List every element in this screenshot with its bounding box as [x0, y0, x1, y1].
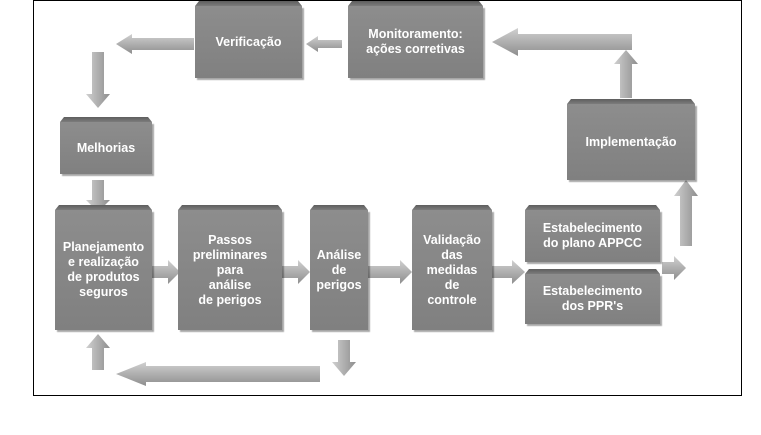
- arrow-down-to-melhorias: [86, 52, 110, 108]
- arrow-passos-to-analise: [282, 260, 310, 284]
- arrow-verificacao-to-left: [116, 34, 194, 54]
- arrow-monitoramento-to-verificacao: [306, 36, 342, 52]
- arrow-validacao-to-estabelecimento: [492, 260, 525, 284]
- arrow-down-from-analise: [332, 340, 356, 376]
- box-pprs: Estabelecimento dos PPR's: [525, 274, 660, 324]
- box-plano-appcc: Estabelecimento do plano APPCC: [525, 210, 660, 262]
- arrow-up-to-implementacao: [674, 180, 698, 246]
- box-analise-perigos: Análise de perigos: [310, 210, 368, 330]
- box-implementacao: Implementação: [567, 104, 695, 180]
- arrow-bottom-return-left: [116, 362, 320, 386]
- box-monitoramento: Monitoramento: ações corretivas: [348, 6, 483, 78]
- arrow-bottom-up-to-planejamento: [86, 334, 110, 370]
- arrow-up-to-monitoramento: [614, 50, 638, 98]
- box-verificacao: Verificação: [195, 6, 302, 78]
- arrow-planejamento-to-passos: [152, 260, 180, 284]
- box-melhorias: Melhorias: [60, 122, 152, 174]
- box-passos-preliminares: Passos preliminares para análise de peri…: [178, 210, 282, 330]
- arrow-estabelecimento-to-right: [662, 256, 686, 280]
- box-validacao: Validação das medidas de controle: [412, 210, 492, 330]
- box-planejamento: Planejamento e realização de produtos se…: [55, 210, 152, 330]
- arrow-right-to-monitoramento: [492, 28, 632, 56]
- arrow-analise-to-validacao: [368, 260, 412, 284]
